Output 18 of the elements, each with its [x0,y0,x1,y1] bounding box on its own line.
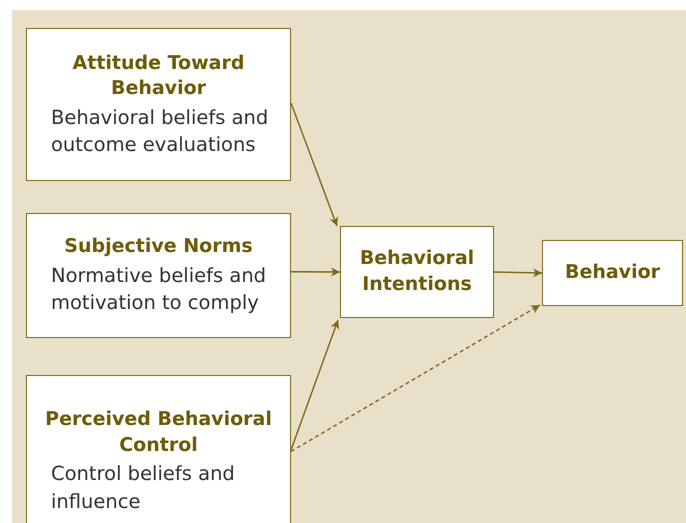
box-description: Control beliefs and influence [50,461,236,515]
box-heading: Perceived Behavioral Control [44,407,273,458]
arrow [290,102,338,226]
box-description: Behavioral beliefs and outcome evaluations [50,104,270,158]
process-box [542,240,683,306]
process-box [26,375,291,523]
box-heading: Attitude Toward Behavior [72,50,246,102]
box-description: Normative beliefs and motivation to comply [50,263,268,316]
box-heading: Subjective Norms [63,234,254,260]
process-box [340,226,494,318]
process-box [26,213,291,338]
box-heading: Behavior [564,260,662,286]
arrow [291,267,340,276]
dashed-arrow [290,304,540,452]
arrow [494,268,542,278]
process-box [26,28,291,181]
arrow [290,320,340,450]
box-heading: Behavioral Intentions [358,246,476,297]
